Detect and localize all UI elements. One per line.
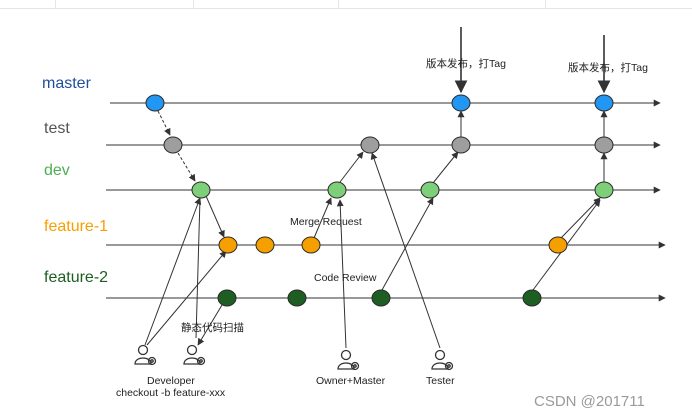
commit-node-feature-2 xyxy=(287,289,307,307)
developer-line-2 xyxy=(146,250,227,346)
code-review-label: Code Review xyxy=(314,272,377,284)
commit-node-dev xyxy=(594,181,614,199)
branch-arrow-master-test xyxy=(157,110,171,136)
commit-node-feature-1 xyxy=(548,236,568,254)
commit-node-master xyxy=(594,94,614,112)
lane-label-dev: dev xyxy=(44,162,70,179)
commit-node-feature-1 xyxy=(301,236,321,254)
commit-node-feature-2 xyxy=(522,289,542,307)
flow-arrow-feature2-dev xyxy=(381,197,434,291)
flow-arrow-dev-feature2 xyxy=(195,197,201,339)
commit-node-feature-2 xyxy=(217,289,237,307)
watermark: CSDN @201711 xyxy=(534,393,645,410)
commit-node-test xyxy=(451,136,471,154)
static-scan-user-icon xyxy=(183,344,206,366)
lane-label-master: master xyxy=(42,75,92,92)
top-bar-divider xyxy=(338,0,339,8)
owner-user-icon xyxy=(337,349,360,371)
flow-arrow-dev-test-2 xyxy=(432,151,459,184)
merge-request-label: Merge Request xyxy=(290,216,362,228)
commit-node-dev xyxy=(327,181,347,199)
tester-user-icon xyxy=(431,349,454,371)
owner-review-line xyxy=(336,199,347,349)
branch-arrow-test-dev xyxy=(177,152,196,182)
commit-node-feature-2 xyxy=(371,289,391,307)
static-scan-label: 静态代码扫描 xyxy=(181,321,244,334)
commit-node-dev xyxy=(420,181,440,199)
top-bar-divider xyxy=(55,0,56,8)
developer-label: Developer xyxy=(147,375,195,387)
tester-label: Tester xyxy=(426,375,455,387)
top-bar xyxy=(0,0,692,9)
lane-label-test: test xyxy=(44,120,70,137)
flow-arrow-dev-test xyxy=(339,151,364,183)
commit-node-master xyxy=(451,94,471,112)
flow-arrow-feature1-dev-2 xyxy=(560,197,601,239)
static-scan-line xyxy=(197,304,223,346)
commit-node-dev xyxy=(191,181,211,199)
flow-arrow-dev-feature1 xyxy=(205,195,225,238)
commit-node-test xyxy=(360,136,380,154)
top-bar-divider xyxy=(545,0,546,8)
developer-line-1 xyxy=(144,197,202,346)
owner-master-label: Owner+Master xyxy=(316,375,386,387)
commit-node-feature-1 xyxy=(255,236,275,254)
release-label-1: 版本发布，打Tag xyxy=(426,57,506,70)
flow-arrow-feature1-dev xyxy=(313,197,332,239)
commit-node-feature-1 xyxy=(218,236,238,254)
lane-label-feature-1: feature-1 xyxy=(44,218,108,235)
commit-node-test xyxy=(594,136,614,154)
developer-user-icon xyxy=(134,344,157,366)
release-label-2: 版本发布，打Tag xyxy=(568,61,648,74)
lane-label-feature-2: feature-2 xyxy=(44,269,108,286)
commit-node-test xyxy=(163,136,183,154)
top-bar-divider xyxy=(193,0,194,8)
tester-line xyxy=(370,152,441,349)
developer-checkout-label: checkout -b feature-xxx xyxy=(116,387,226,399)
commit-node-master xyxy=(145,94,165,112)
